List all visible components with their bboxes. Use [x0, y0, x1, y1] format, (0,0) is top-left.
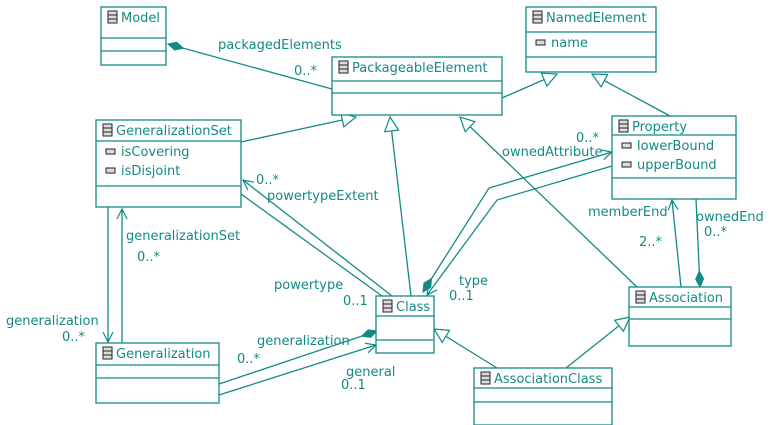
packageable-element-class[interactable]: PackageableElement [331, 56, 503, 116]
packaged-elements-edge [168, 44, 333, 90]
model-class[interactable]: Model [100, 6, 167, 66]
property-class-box [611, 115, 737, 200]
owned-end-label: ownedEnd [696, 210, 764, 225]
owned-attribute-edge [423, 152, 612, 292]
assocclass-to-class-gen [434, 329, 498, 369]
powertype-extent-label: powertypeExtent [267, 189, 379, 204]
packaged-elements-label: packagedElements [218, 38, 342, 53]
generalization-set-class[interactable]: GeneralizationSet isCovering isDisjoint [95, 119, 242, 208]
generalization-class-name: Generalization [116, 347, 211, 362]
owned-end-edge [696, 198, 700, 287]
association-class-name: Association [649, 291, 723, 306]
type-edge [427, 165, 613, 295]
type-mult: 0..1 [449, 289, 474, 304]
association-class-class[interactable]: AssociationClass [473, 367, 613, 425]
powertype-label: powertype [274, 278, 343, 293]
powertype-extent-edge [243, 180, 393, 297]
named-element-class-name: NamedElement [546, 11, 646, 26]
attribute-icon [105, 148, 116, 155]
association-class-box [628, 286, 732, 347]
assocclass-to-association-gen [565, 317, 630, 369]
class-icon [338, 60, 349, 74]
connectors [108, 44, 700, 396]
generalization-set-class-name: GeneralizationSet [116, 124, 232, 139]
class-class[interactable]: Class [375, 295, 435, 354]
attribute-icon [621, 161, 632, 168]
general-mult: 0..1 [341, 378, 366, 393]
general-label: general [346, 365, 395, 380]
edge-labels: packagedElements 0..* 0..* ownedAttribut… [6, 38, 764, 393]
class-icon [532, 10, 543, 24]
generalization-class-box [95, 342, 220, 404]
property-to-namedelement-gen [592, 74, 671, 117]
association-to-packageable-gen [460, 117, 639, 289]
generalization-class[interactable]: Generalization [95, 342, 220, 404]
attribute-name: name [551, 36, 588, 51]
general-edge [218, 345, 376, 396]
member-end-mult: 2..* [639, 235, 663, 250]
association-class-class-name: AssociationClass [494, 372, 602, 387]
packageable-element-class-box [331, 56, 503, 116]
powertype-extent-mult: 0..* [256, 173, 280, 188]
gs-to-packageable-gen [240, 117, 356, 143]
owned-attribute-mult: 0..* [576, 131, 600, 146]
class-icon [382, 299, 393, 313]
generalization-set-class-box [95, 119, 242, 208]
generalization-mid-label: generalization [257, 334, 350, 349]
class-icon [480, 371, 491, 385]
owned-end-mult: 0..* [704, 225, 728, 240]
powertype-edge [240, 193, 383, 297]
named-element-class[interactable]: NamedElement name [525, 6, 657, 73]
generalization-set-label: generalizationSet [126, 229, 240, 244]
attribute-icon [621, 142, 632, 149]
property-class[interactable]: Property lowerBound upperBound [611, 115, 737, 200]
association-class[interactable]: Association [628, 286, 732, 347]
class-class-name: Class [396, 300, 430, 315]
type-label: type [459, 274, 488, 289]
packageable-element-class-name: PackageableElement [352, 61, 488, 76]
model-class-name: Model [121, 11, 160, 26]
packageable-to-namedelement-gen [501, 74, 557, 99]
attribute-icon [535, 39, 546, 46]
association-class-class-box [473, 367, 613, 425]
named-element-class-box [525, 6, 657, 73]
generalization-set-mult: 0..* [137, 250, 161, 265]
attribute-iscovering: isCovering [121, 145, 190, 160]
attribute-upperbound: upperBound [637, 158, 717, 173]
class-icon [618, 119, 629, 133]
class-icon [102, 123, 113, 137]
member-end-label: memberEnd [588, 205, 668, 220]
generalization-left-mult: 0..* [62, 330, 86, 345]
property-class-name: Property [632, 120, 687, 135]
member-end-edge [672, 200, 682, 288]
powertype-mult: 0..1 [343, 294, 368, 309]
class-to-packageable-gen [390, 117, 412, 297]
generalization-edge-mid [218, 331, 377, 385]
attribute-icon [105, 167, 116, 174]
attribute-lowerbound: lowerBound [637, 139, 714, 154]
class-icon [102, 346, 113, 360]
generalization-left-label: generalization [6, 314, 99, 329]
owned-attribute-label: ownedAttribute [502, 145, 602, 160]
packaged-elements-mult: 0..* [294, 64, 318, 79]
class-icon [107, 10, 118, 24]
attribute-isdisjoint: isDisjoint [121, 164, 180, 179]
class-icon [635, 290, 646, 304]
generalization-mid-mult: 0..* [237, 352, 261, 367]
